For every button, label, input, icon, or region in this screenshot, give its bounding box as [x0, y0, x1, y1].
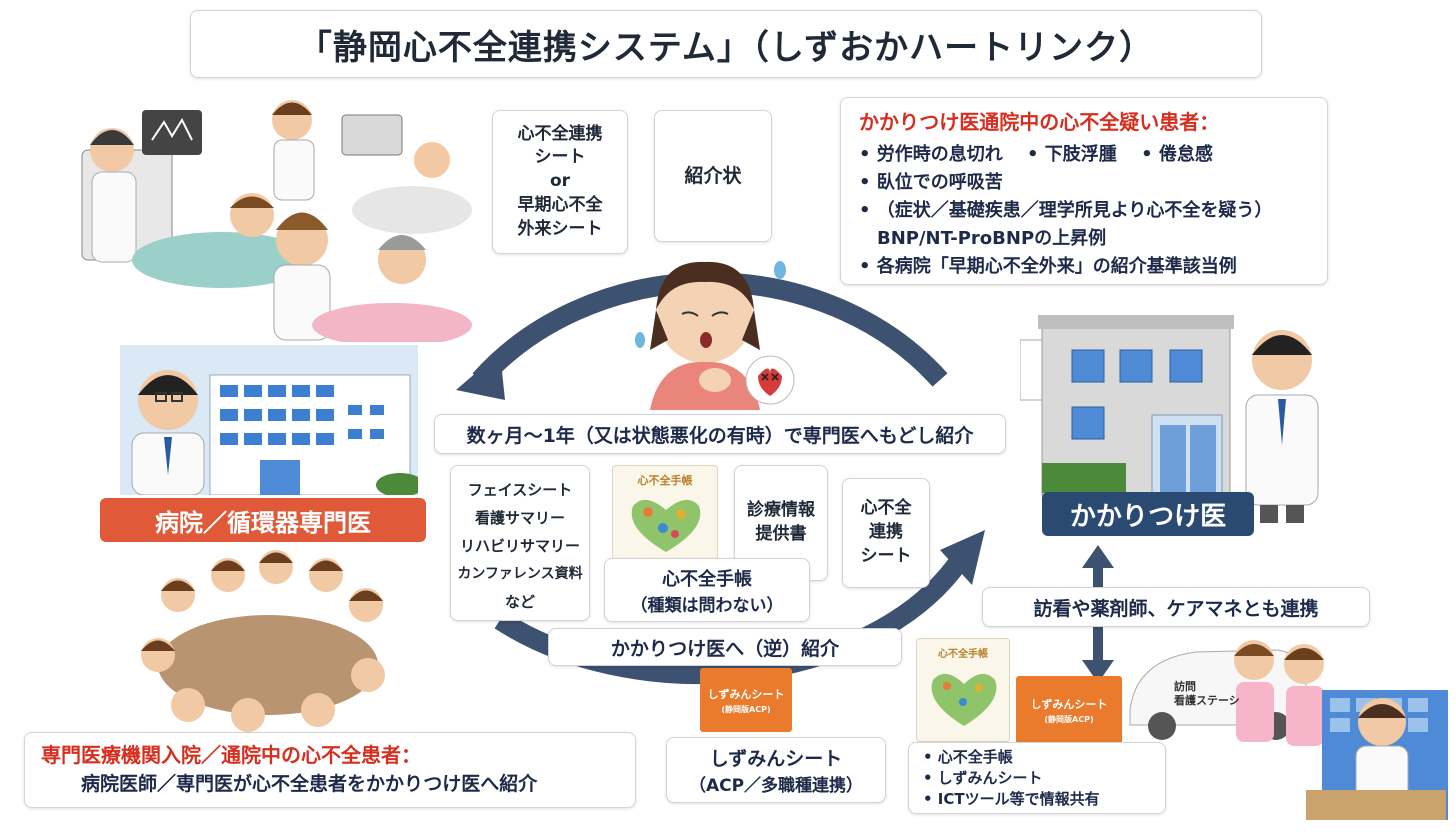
notebook-caption: 心不全手帳 （種類は問わない） — [604, 558, 810, 622]
share-item: • 心不全手帳 — [923, 748, 1013, 766]
doc-item: 看護サマリー — [474, 509, 565, 527]
share-booklet-sub: (静岡版ACP) — [1044, 714, 1094, 724]
hospital-label: 病院／循環器専門医 — [100, 498, 426, 542]
share-list: • 心不全手帳 • しずみんシート • ICTツール等で情報共有 — [908, 742, 1166, 814]
notebook-cover-title: 心不全手帳 — [637, 474, 693, 487]
visiting-care-illustration — [1129, 640, 1448, 820]
suspect-line: BNP/NT-ProBNPの上昇例 — [859, 228, 1107, 249]
suspect-patient-criteria: かかりつけ医通院中の心不全疑い患者： • 労作時の息切れ • 下肢浮腫 • 倦怠… — [840, 97, 1328, 285]
clinic-label: かかりつけ医 — [1042, 492, 1254, 536]
cooperation-sheet-doc-2: 心不全 連携 シート — [842, 478, 930, 588]
heart-notebook-cover: 心不全手帳 — [612, 465, 718, 565]
share-notebook-cover: 心不全手帳 — [916, 638, 1010, 742]
share-shizumin-booklet: しずみんシート (静岡版ACP) — [1016, 676, 1122, 744]
specialist-body: 病院医師／専門医が心不全患者をかかりつけ医へ紹介 — [81, 773, 538, 795]
hospital-care-illustration — [81, 100, 472, 342]
share-item: • しずみんシート — [923, 769, 1043, 787]
shizumin-booklet-title: しずみんシート — [707, 687, 785, 701]
patient-illustration — [635, 261, 795, 410]
suspect-title: かかりつけ医通院中の心不全疑い患者： — [859, 110, 1220, 134]
page-title: 「静岡心不全連携システム」（しずおかハートリンク） — [190, 10, 1262, 78]
notebook-caption-2: （種類は問わない） — [630, 595, 784, 616]
share-item: • ICTツール等で情報共有 — [923, 790, 1100, 808]
reverse-referral-label: かかりつけ医へ（逆）紹介 — [548, 628, 902, 666]
doc-item: リハビリサマリー — [459, 537, 580, 555]
shizumin-caption-2: （ACP／多職種連携） — [688, 776, 864, 796]
arrowhead-right — [940, 530, 985, 585]
arrowhead-left — [456, 352, 505, 400]
hospital-illustration — [120, 345, 418, 495]
share-notebook-title: 心不全手帳 — [938, 649, 988, 660]
doc-item: フェイスシート — [467, 481, 573, 499]
suspect-line: • （症状／基礎疾患／理学所見より心不全を疑う） — [859, 200, 1273, 221]
cooperation-sheet-doc: 心不全連携 シート or 早期心不全 外来シート — [492, 110, 628, 254]
doc-item: など — [504, 593, 535, 611]
doc-item: カンファレンス資料 — [457, 566, 583, 582]
shizumin-caption: しずみんシート （ACP／多職種連携） — [666, 737, 886, 803]
share-booklet-title: しずみんシート — [1030, 697, 1108, 711]
referral-letter-doc: 紹介状 — [654, 110, 772, 242]
specialist-title: 専門医療機関入院／通院中の心不全患者： — [41, 743, 421, 767]
clinic-illustration — [1020, 315, 1319, 523]
notebook-caption-1: 心不全手帳 — [662, 568, 752, 590]
suspect-line: • 労作時の息切れ • 下肢浮腫 • 倦怠感 — [859, 144, 1213, 165]
car-text: 訪問 看護ステーシ — [1174, 680, 1240, 707]
return-referral-label: 数ヶ月〜1年（又は状態悪化の有時）で専門医へもどし紹介 — [434, 414, 1006, 454]
shizumin-booklet-sub: (静岡版ACP) — [721, 704, 771, 714]
suspect-line: • 臥位での呼吸苦 — [859, 172, 1003, 193]
shizumin-booklet: しずみんシート (静岡版ACP) — [700, 668, 792, 732]
heart-leaves-icon — [631, 499, 701, 552]
specialist-patient-box: 専門医療機関入院／通院中の心不全患者： 病院医師／専門医が心不全患者をかかりつけ… — [24, 732, 636, 808]
conference-illustration — [141, 550, 385, 732]
handover-docs-list: フェイスシート 看護サマリー リハビリサマリー カンファレンス資料 など — [450, 465, 590, 621]
shizumin-caption-1: しずみんシート — [709, 748, 843, 770]
heart-leaves-icon — [931, 673, 997, 726]
suspect-line: • 各病院「早期心不全外来」の紹介基準該当例 — [859, 256, 1237, 277]
multi-profession-label: 訪看や薬剤師、ケアマネとも連携 — [982, 587, 1370, 627]
